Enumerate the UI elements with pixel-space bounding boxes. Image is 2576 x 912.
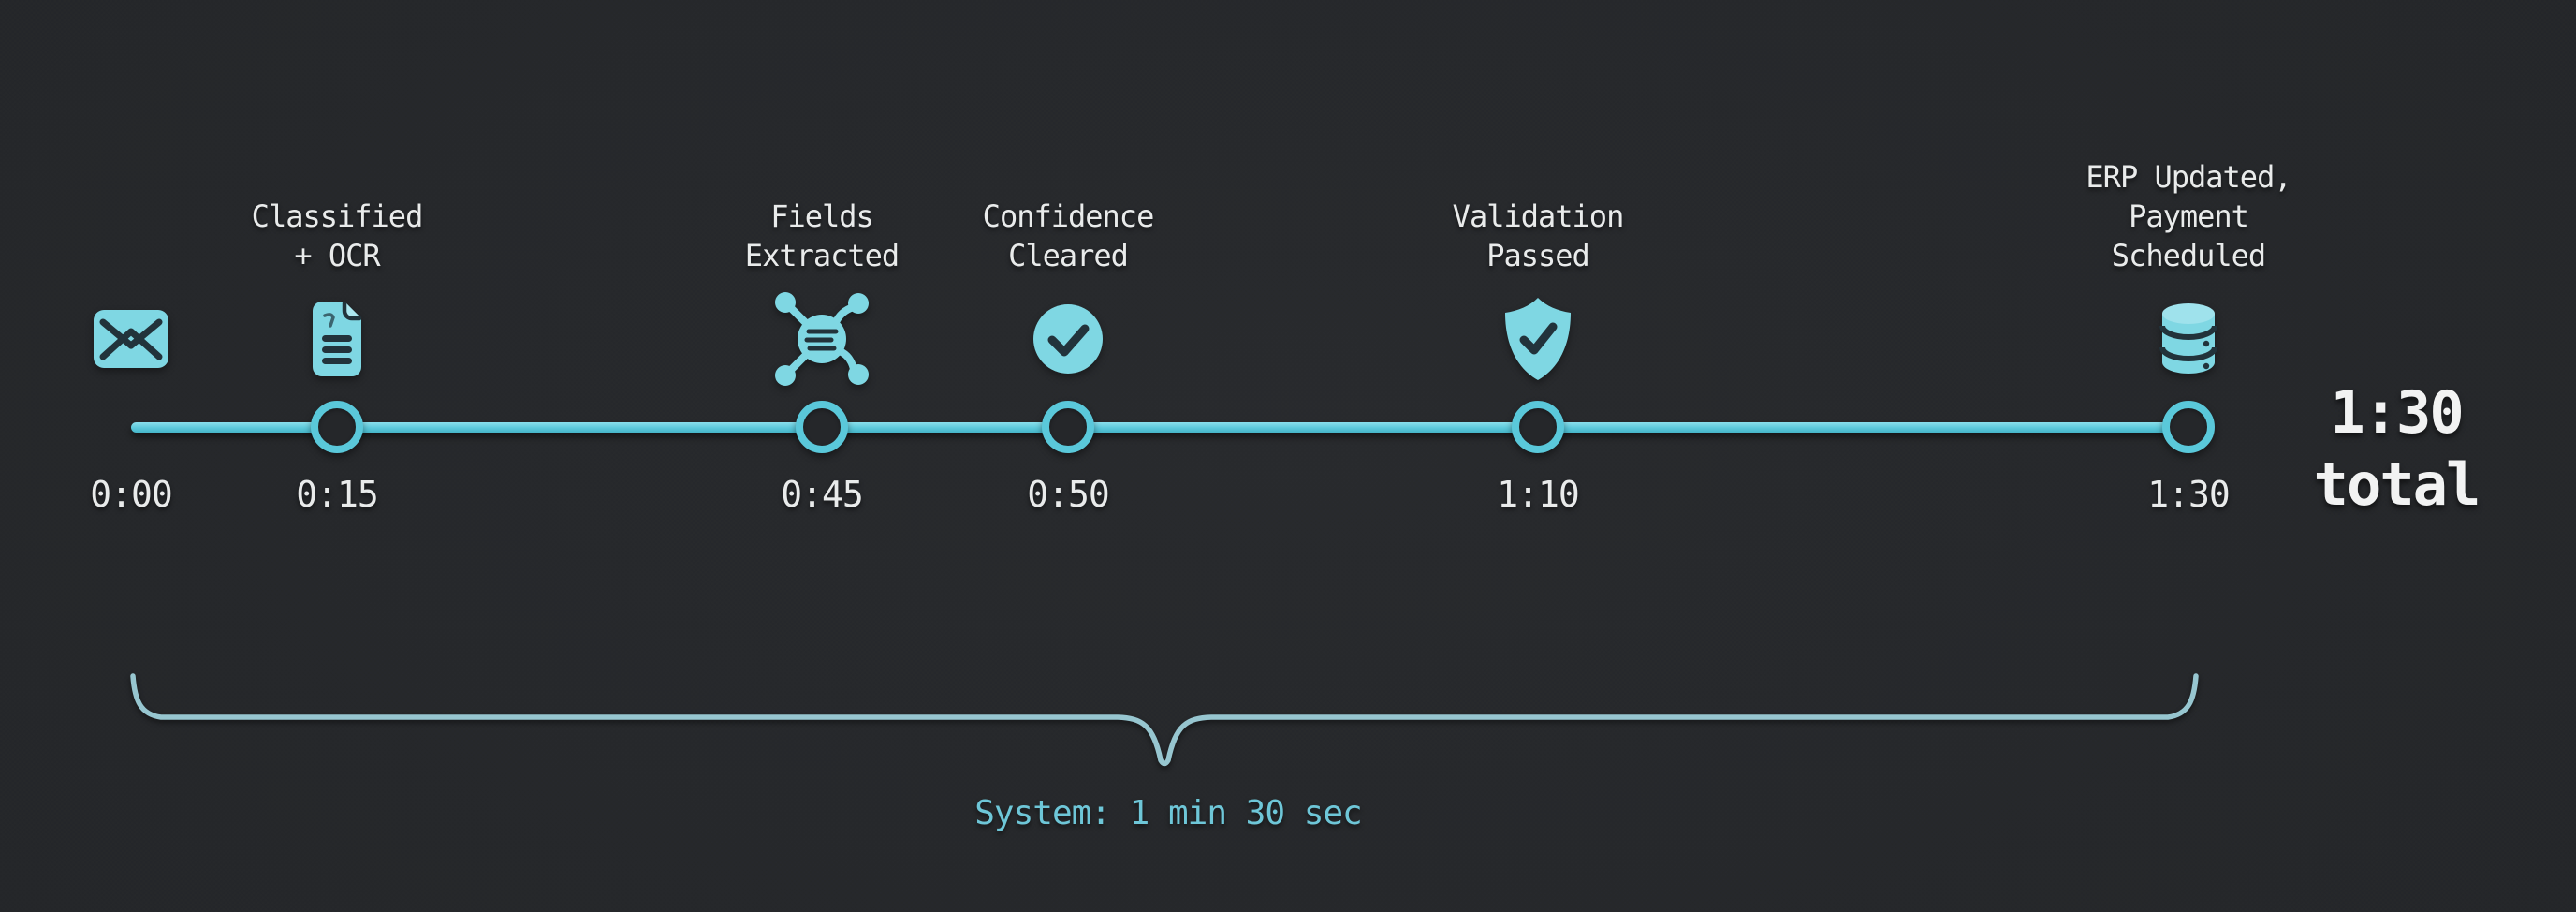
timeline-node: [796, 401, 848, 453]
stage-label-line: Passed: [1486, 238, 1590, 273]
stage-label-line: Payment: [2129, 199, 2249, 234]
stage-label-line: + OCR: [294, 238, 380, 273]
timeline-node: [2162, 401, 2215, 453]
check-circle-icon: [1007, 287, 1129, 390]
stage-label-line: Cleared: [1008, 238, 1129, 273]
stage-label-line: Extracted: [744, 238, 900, 273]
time-label: 0:15: [296, 474, 379, 515]
time-label: 0:00: [90, 474, 173, 515]
extraction-icon: [761, 287, 883, 390]
stage-label-line: Fields: [770, 199, 874, 234]
stage-label-line: Confidence: [982, 199, 1155, 234]
stage-label-line: Validation: [1452, 199, 1625, 234]
database-icon: [2128, 287, 2249, 390]
time-label: 0:45: [781, 474, 864, 515]
timeline-line: [131, 422, 2188, 433]
system-brace: [130, 673, 2199, 767]
stage-label-line: Scheduled: [2111, 238, 2266, 273]
stage-label: Classified + OCR: [103, 197, 571, 275]
mail-icon: [70, 287, 192, 390]
system-duration-label: System: 1 min 30 sec: [974, 794, 1362, 832]
total-time: 1:30: [2330, 378, 2464, 447]
timeline-node: [1512, 401, 1564, 453]
timeline-node: [311, 401, 363, 453]
time-label: 0:50: [1027, 474, 1110, 515]
total-duration-badge: 1:30 total: [2265, 376, 2527, 521]
stage-label-line: Classified: [251, 199, 424, 234]
shield-check-icon: [1477, 287, 1599, 390]
total-label: total: [2313, 450, 2481, 519]
time-label: 1:30: [2147, 474, 2231, 515]
time-label: 1:10: [1497, 474, 1580, 515]
timeline-node: [1042, 401, 1094, 453]
stage-label-line: ERP Updated,: [2086, 159, 2291, 195]
document-icon: [276, 287, 398, 390]
